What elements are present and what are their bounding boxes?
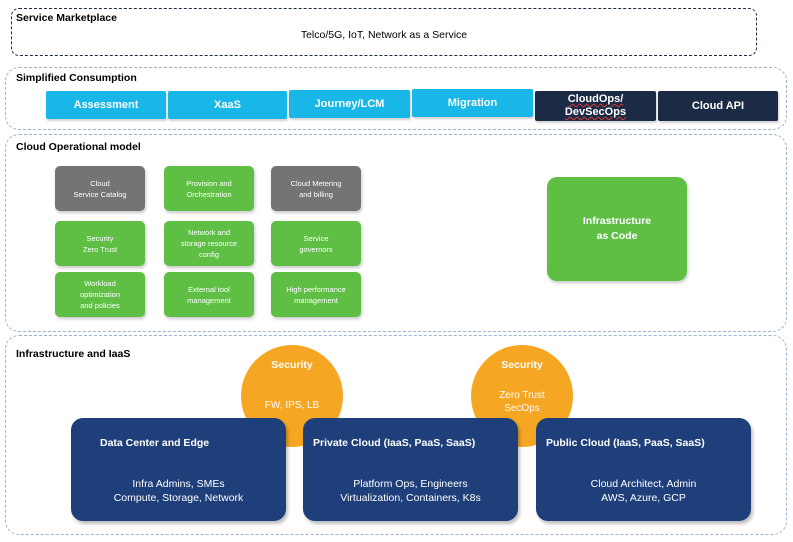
network-storage-config-tile: Network and storage resource config (164, 221, 254, 266)
security-circle-zero-trust-title: Security (501, 359, 543, 371)
journey-lcm-pill: Journey/LCM (289, 90, 410, 118)
cloud-operational-model-section (5, 134, 787, 332)
xaas-label: XaaS (214, 99, 241, 111)
cloud-api-label: Cloud API (691, 99, 745, 112)
cloud-service-catalog-label: Cloud Service Catalog (73, 178, 127, 199)
journey-lcm-label: Journey/LCM (314, 98, 385, 110)
cloud-metering-billing-tile: Cloud Metering and billing (271, 166, 361, 211)
service-marketplace-subtitle: Telco/5G, IoT, Network as a Service (300, 29, 468, 41)
public-cloud-text: Cloud Architect, Admin AWS, Azure, GCP (590, 478, 697, 504)
workload-optimization-tile: Workload optimization and policies (55, 272, 145, 317)
private-cloud-text: Platform Ops, Engineers Virtualization, … (340, 478, 481, 504)
migration-pill: Migration (412, 89, 533, 117)
security-circle-network-text: FW, IPS, LB (264, 400, 320, 411)
cloud-operational-model-title: Cloud Operational model (16, 141, 141, 153)
security-zero-trust-tile: Security Zero Trust (55, 221, 145, 266)
security-zero-trust-label: Security Zero Trust (82, 233, 118, 254)
security-circle-network-title: Security (271, 359, 313, 371)
cloud-metering-billing-label: Cloud Metering and billing (290, 178, 342, 199)
infrastructure-iaas-section (5, 335, 787, 535)
data-center-edge-text: Infra Admins, SMEs Compute, Storage, Net… (113, 478, 244, 504)
private-cloud-title: Private Cloud (IaaS, PaaS, SaaS) (313, 437, 476, 449)
cloudops-devsecops-pill: CloudOps/ DevSecOps (535, 91, 656, 121)
infrastructure-iaas-title: Infrastructure and IaaS (16, 348, 131, 360)
data-center-edge-box: Data Center and Edge Infra Admins, SMEs … (71, 418, 286, 521)
workload-optimization-label: Workload optimization and policies (79, 279, 121, 310)
public-cloud-box: Public Cloud (IaaS, PaaS, SaaS) Cloud Ar… (536, 418, 751, 521)
cloudops-label-line1: CloudOps/ (567, 93, 624, 105)
cloud-service-catalog-tile: Cloud Service Catalog (55, 166, 145, 211)
cloudops-label-line2: DevSecOps (564, 106, 627, 118)
assessment-label: Assessment (73, 99, 139, 111)
public-cloud-title: Public Cloud (IaaS, PaaS, SaaS) (546, 437, 705, 449)
provision-orchestration-tile: Provision and Orchestration (164, 166, 254, 211)
external-tool-management-tile: External tool management (164, 272, 254, 317)
infrastructure-as-code-box: Infrastructure as Code (547, 177, 687, 281)
data-center-edge-title: Data Center and Edge (100, 437, 210, 449)
network-storage-config-label: Network and storage resource config (180, 228, 238, 259)
service-marketplace-section (11, 8, 757, 56)
service-marketplace-title: Service Marketplace (16, 12, 117, 24)
service-governors-label: Service governors (299, 233, 333, 254)
high-performance-management-label: High performance management (286, 284, 346, 305)
migration-label: Migration (447, 97, 498, 109)
cloud-api-pill: Cloud API (658, 91, 778, 121)
security-circle-zero-trust-text: Zero Trust SecOps (499, 390, 545, 414)
infrastructure-as-code-label: Infrastructure as Code (582, 215, 652, 242)
simplified-consumption-section (5, 67, 787, 130)
service-governors-tile: Service governors (271, 221, 361, 266)
private-cloud-box: Private Cloud (IaaS, PaaS, SaaS) Platfor… (303, 418, 518, 521)
simplified-consumption-title: Simplified Consumption (16, 72, 137, 84)
external-tool-management-label: External tool management (187, 284, 231, 305)
xaas-pill: XaaS (168, 91, 287, 119)
high-performance-management-tile: High performance management (271, 272, 361, 317)
provision-orchestration-label: Provision and Orchestration (186, 178, 232, 199)
assessment-pill: Assessment (46, 91, 166, 119)
